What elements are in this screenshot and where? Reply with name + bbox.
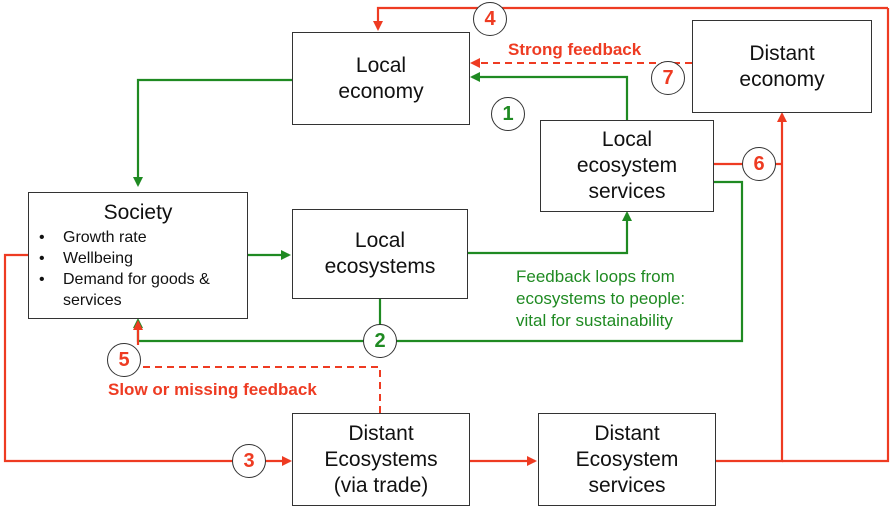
slow-feedback-label: Slow or missing feedback [108, 380, 317, 399]
badge-5: 5 [107, 343, 141, 377]
distant-ecosystem-services-box: Distant Ecosystem services [538, 413, 716, 506]
box-line: (via trade) [333, 473, 429, 497]
list-item: Demand for goods & [39, 269, 210, 290]
green-note-line: Feedback loops from [516, 267, 675, 286]
arrow-economy-to-society [133, 78, 292, 187]
strong-feedback-label: Strong feedback [508, 40, 642, 59]
box-line: Distant [749, 41, 815, 65]
box-line: Ecosystems [324, 447, 438, 471]
green-note-line: vital for sustainability [516, 311, 673, 330]
box-line: economy [739, 67, 825, 91]
arrow-society-to-distant-ecosystems [3, 253, 292, 466]
arrow-ecosystems-to-services [468, 211, 632, 255]
box-line: economy [338, 79, 424, 103]
green-note-line: ecosystems to people: [516, 289, 686, 308]
box-line: Distant [594, 421, 660, 445]
arrow-services-to-economy [470, 72, 629, 120]
local-economy-box: Local economy [292, 32, 470, 125]
local-ecosystem-services-box: Local ecosystem services [540, 120, 714, 212]
box-line: Local [355, 53, 407, 77]
line-right-return [782, 8, 890, 463]
box-line: ecosystem [576, 154, 678, 177]
local-ecosystems-box: Local ecosystems [292, 209, 468, 299]
box-line: services [588, 473, 666, 497]
badge-3: 3 [232, 444, 266, 478]
list-item: Wellbeing [39, 248, 210, 269]
society-title: Society [103, 201, 173, 224]
box-line: Ecosystem [575, 447, 679, 471]
green-note: Feedback loops from ecosystems to people… [516, 266, 685, 332]
badge-7: 7 [651, 61, 685, 95]
badge-4: 4 [473, 2, 507, 36]
arrow-top-to-local-economy [373, 6, 888, 31]
box-line: Distant [348, 421, 414, 445]
badge-2: 2 [363, 324, 397, 358]
society-list: Growth rate Wellbeing Demand for goods &… [35, 227, 210, 311]
list-item-continuation: services [63, 292, 122, 309]
distant-economy-box: Distant economy [692, 20, 872, 113]
dashed-slow-feedback [138, 366, 381, 413]
society-box: Society Growth rate Wellbeing Demand for… [28, 192, 248, 319]
box-line: services [588, 180, 666, 203]
distant-ecosystems-box: Distant Ecosystems (via trade) [292, 413, 470, 506]
box-line: ecosystems [324, 255, 436, 278]
box-line: Local [354, 229, 406, 252]
list-item: Growth rate [39, 227, 210, 248]
box-line: Local [601, 128, 653, 151]
badge-1: 1 [491, 97, 525, 131]
badge-6: 6 [742, 147, 776, 181]
